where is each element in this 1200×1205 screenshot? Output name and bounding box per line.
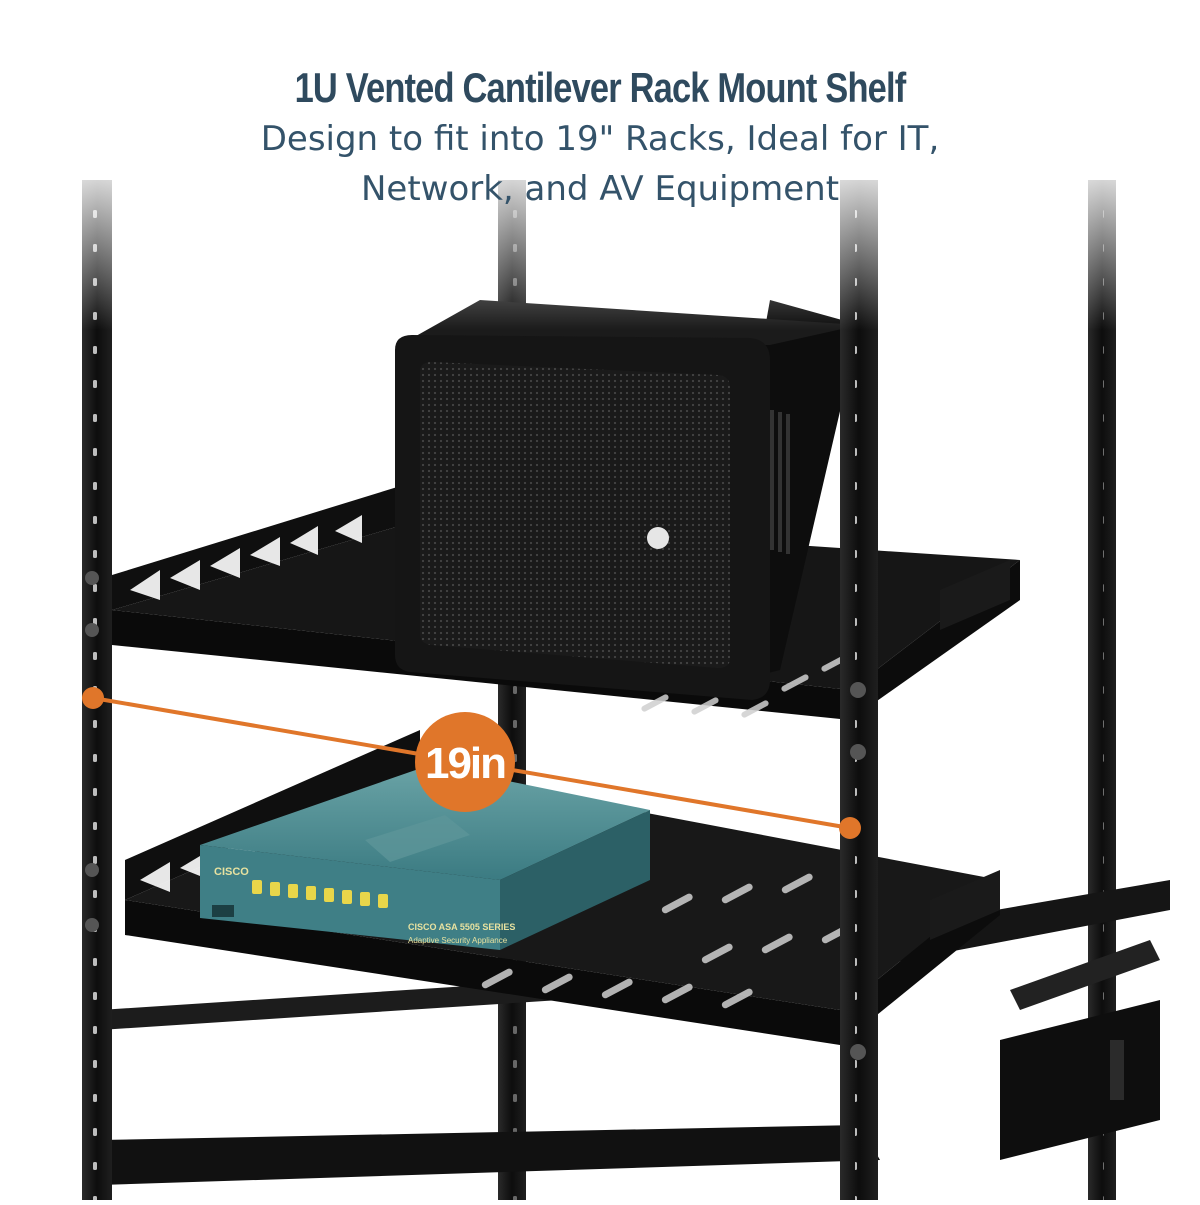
device-model-label: CISCO ASA 5505 SERIES	[408, 922, 515, 932]
headline-block: 1U Vented Cantilever Rack Mount Shelf De…	[0, 62, 1200, 214]
dimension-arrow: 19in	[82, 687, 861, 839]
dimension-badge	[415, 712, 515, 812]
lock-icon	[647, 527, 669, 549]
status-leds	[252, 880, 388, 908]
dimension-end-dot	[839, 817, 861, 839]
device-model-sub: Adaptive Security Appliance	[408, 936, 508, 945]
usb-port-icon	[212, 905, 234, 917]
top-fade	[0, 0, 1200, 330]
product-title: 1U Vented Cantilever Rack Mount Shelf	[294, 64, 907, 111]
product-subtitle-line2: Network, and AV Equipment	[360, 169, 840, 209]
product-subtitle-line1: Design to fit into 19" Racks, Ideal for …	[260, 119, 940, 159]
device-brand: CISCO	[214, 866, 249, 878]
dimension-label: 19in	[425, 739, 505, 788]
rack-front-right-post	[840, 180, 878, 1200]
cube-side-vents	[770, 410, 790, 554]
firewall-appliance: CISCO CISCO ASA 5505 SERIES Adaptive Sec…	[200, 765, 650, 950]
dimension-start-dot	[82, 687, 104, 709]
